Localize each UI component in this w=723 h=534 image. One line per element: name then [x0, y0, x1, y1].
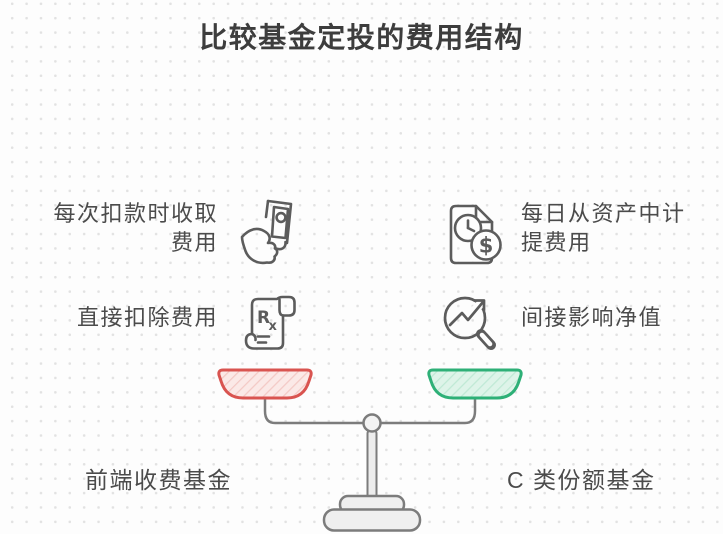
red-scale-pan — [217, 368, 313, 400]
document-clock-dollar-icon: $ — [449, 204, 502, 265]
rx-receipt-icon: R x — [244, 295, 296, 350]
dollar-sign: $ — [479, 234, 494, 258]
rx-letter-x: x — [269, 319, 278, 334]
balance-scale — [217, 368, 523, 532]
scale-beam — [263, 396, 477, 425]
right-fund-label: C 类份额基金 — [507, 467, 656, 493]
hand-holding-bill-icon — [240, 199, 293, 265]
feature-left-1-text: 每次扣款时收取 费用 — [53, 201, 218, 255]
scale-fulcrum — [362, 413, 382, 433]
feature-right-1-text: 每日从资产中计 提费用 — [521, 201, 686, 255]
magnifier-trend-icon — [443, 295, 496, 350]
feature-right-2-text: 间接影响净值 — [521, 305, 663, 330]
rx-letter-r: R — [257, 308, 270, 328]
left-fund-label: 前端收费基金 — [85, 467, 232, 493]
green-scale-pan — [427, 368, 523, 400]
page-title: 比较基金定投的费用结构 — [199, 22, 524, 53]
feature-left-2-text: 直接扣除费用 — [76, 305, 218, 330]
scale-stand — [322, 413, 422, 532]
